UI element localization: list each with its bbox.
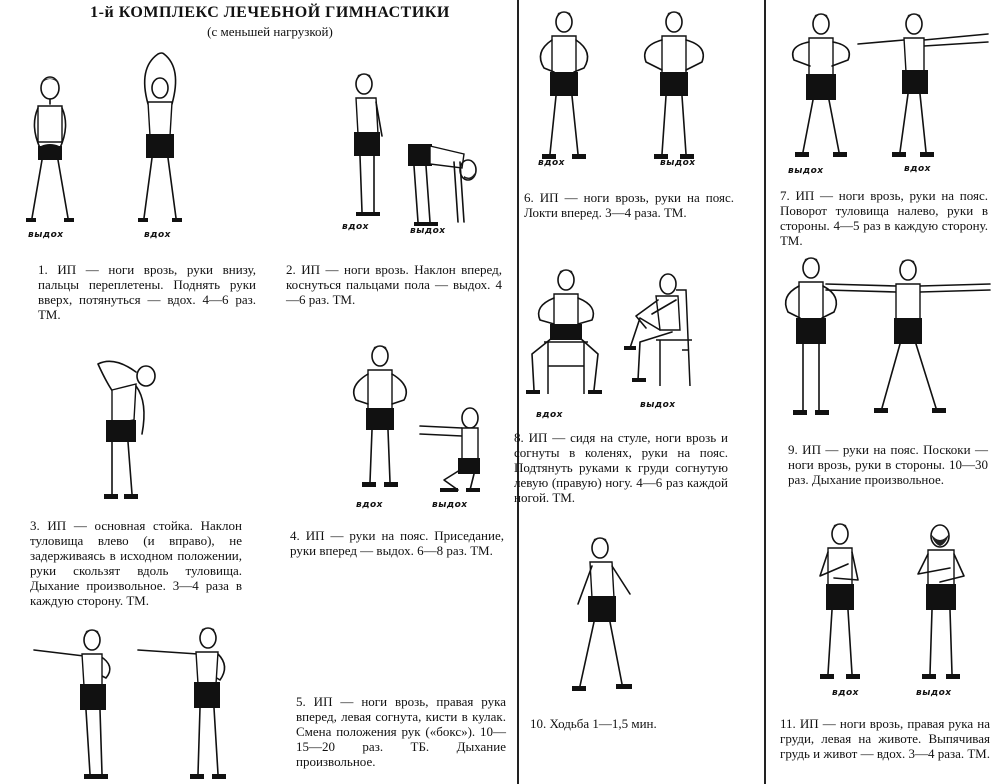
exercise-11-figure-chest-out <box>906 522 974 686</box>
exercise-5-caption: 5. ИП — ноги врозь, правая рука вперед, … <box>296 694 506 769</box>
exercise-7-figure-hands-on-hips <box>786 10 856 162</box>
exercise-9-figure-jump-arms-out <box>822 256 994 420</box>
exercise-5-figure-boxing-left <box>134 624 234 784</box>
exercise-7-inhale-label: вдох <box>904 164 931 174</box>
exercise-2-caption: 2. ИП — ноги врозь. Наклон вперед, косну… <box>286 262 502 307</box>
exercise-8-caption: 8. ИП — сидя на стуле, ноги врозь и согн… <box>514 430 728 505</box>
column-divider-rule <box>764 0 766 784</box>
exercise-9-figure-hands-on-hips <box>776 254 846 420</box>
exercise-2-figure-bending <box>404 134 484 230</box>
exercise-11-caption: 11. ИП — ноги врозь, правая рука на груд… <box>780 716 990 761</box>
exercise-6-inhale-label: вдох <box>538 158 565 168</box>
exercise-1-caption: 1. ИП — ноги врозь, руки внизу, пальцы п… <box>38 262 256 322</box>
exercise-11-inhale-label: вдох <box>832 688 859 698</box>
exercise-7-exhale-label: выдох <box>788 166 824 176</box>
exercise-11-exhale-label: выдох <box>916 688 952 698</box>
exercise-10-caption: 10. Ходьба 1—1,5 мин. <box>530 716 657 731</box>
exercise-2-exhale-label: выдох <box>410 226 446 236</box>
exercise-4-exhale-label: выдох <box>432 500 468 510</box>
exercise-4-figure-standing <box>342 344 418 492</box>
exercise-4-inhale-label: вдох <box>356 500 383 510</box>
exercise-4-figure-squat <box>418 404 488 494</box>
exercise-9-caption: 9. ИП — руки на пояс. Поскоки — ноги вро… <box>788 442 988 487</box>
exercise-6-figure-hands-on-hips <box>530 8 598 164</box>
exercise-5-figure-boxing-right <box>30 626 126 784</box>
exercise-7-caption: 7. ИП — ноги врозь, руки на пояс. Поворо… <box>780 188 988 248</box>
exercise-8-figure-seated <box>522 266 606 406</box>
exercise-1-figure-exhale <box>18 76 82 226</box>
exercise-6-caption: 6. ИП — ноги врозь, руки на пояс. Локти … <box>524 190 734 220</box>
exercise-2-figure-standing <box>340 72 392 222</box>
exercise-8-inhale-label: вдох <box>536 410 563 420</box>
exercise-1-figure-inhale <box>128 48 192 224</box>
exercise-6-exhale-label: выдох <box>660 158 696 168</box>
exercise-3-caption: 3. ИП — основная стойка. Наклон туловища… <box>30 518 242 608</box>
exercise-11-figure-hands-on-chest <box>806 520 874 684</box>
exercise-1-exhale-label: выдох <box>28 230 64 240</box>
exercise-7-figure-turn-arms-out <box>856 10 990 162</box>
page-subtitle: (с меньшей нагрузкой) <box>207 24 333 39</box>
exercise-4-caption: 4. ИП — руки на пояс. Приседание, руки в… <box>290 528 504 558</box>
page-title: 1-й КОМПЛЕКС ЛЕЧЕБНОЙ ГИМНАСТИКИ <box>90 4 450 21</box>
exercise-8-figure-knee-to-chest <box>616 270 700 398</box>
column-divider-rule <box>517 0 519 784</box>
exercise-6-figure-elbows-forward <box>636 8 712 164</box>
exercise-3-figure-side-bend <box>88 356 168 506</box>
exercise-1-inhale-label: вдох <box>144 230 171 240</box>
exercise-2-inhale-label: вдох <box>342 222 369 232</box>
exercise-10-figure-walking <box>566 534 642 698</box>
exercise-8-exhale-label: выдох <box>640 400 676 410</box>
